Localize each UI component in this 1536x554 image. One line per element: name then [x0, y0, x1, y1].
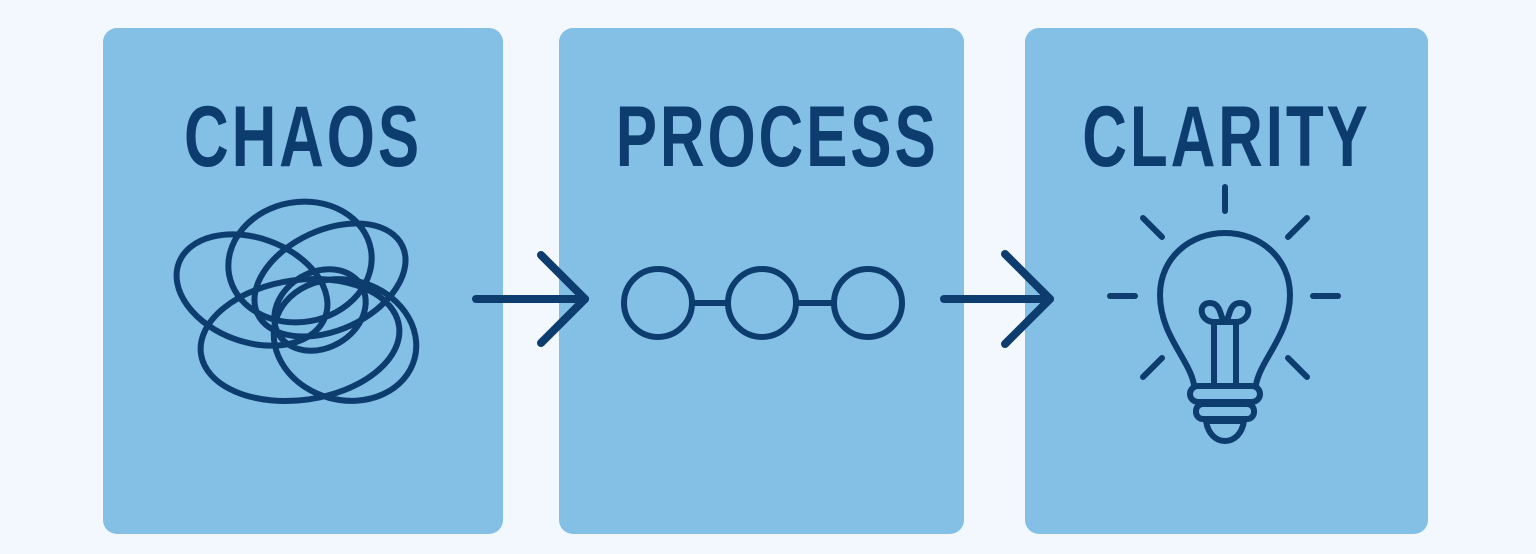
step-card-clarity: CLARITY [1025, 28, 1428, 534]
step-title-clarity: CLARITY [1082, 89, 1371, 185]
step-title-chaos: CHAOS [183, 89, 423, 185]
step-title-process: PROCESS [615, 89, 939, 185]
step-card-chaos: CHAOS [103, 28, 503, 534]
step-card-process: PROCESS [559, 28, 964, 534]
